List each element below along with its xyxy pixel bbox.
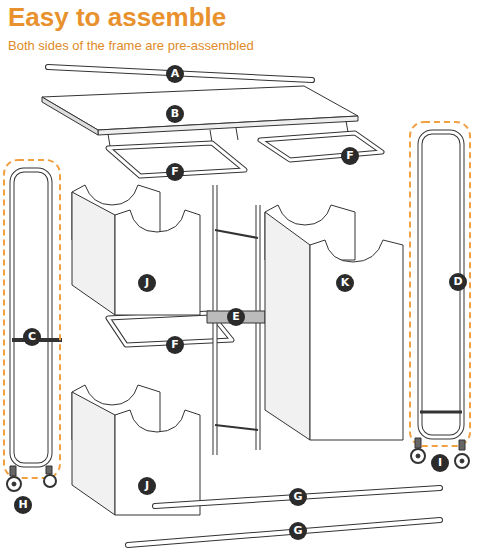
side-frame-right [410, 122, 470, 446]
callout-letter: F [166, 163, 184, 181]
page-subtitle: Both sides of the frame are pre-assemble… [8, 38, 254, 53]
callout-letter: J [138, 477, 156, 495]
callout-letter: K [336, 274, 354, 292]
callout-letter: G [289, 522, 307, 540]
callout-letter: I [431, 454, 449, 472]
callout-letter: F [166, 336, 184, 354]
callout-letter: H [14, 496, 32, 514]
callout-letter: B [166, 105, 184, 123]
bag-tall [265, 205, 403, 440]
rods-g [128, 488, 440, 545]
side-frame-left [4, 160, 62, 478]
center-divider [207, 185, 265, 455]
callout-letter: A [166, 65, 184, 83]
callout-letter: C [23, 328, 41, 346]
casters-left [7, 466, 56, 491]
bag-small-upper [72, 185, 200, 315]
page-title: Easy to assemble [8, 2, 226, 33]
callout-letter: E [227, 308, 245, 326]
callout-letter: F [341, 147, 359, 165]
parts [4, 67, 470, 545]
callout-letter: D [449, 273, 467, 291]
callout-letter: J [138, 274, 156, 292]
bag-small-lower [72, 385, 200, 515]
callout-letter: G [289, 488, 307, 506]
